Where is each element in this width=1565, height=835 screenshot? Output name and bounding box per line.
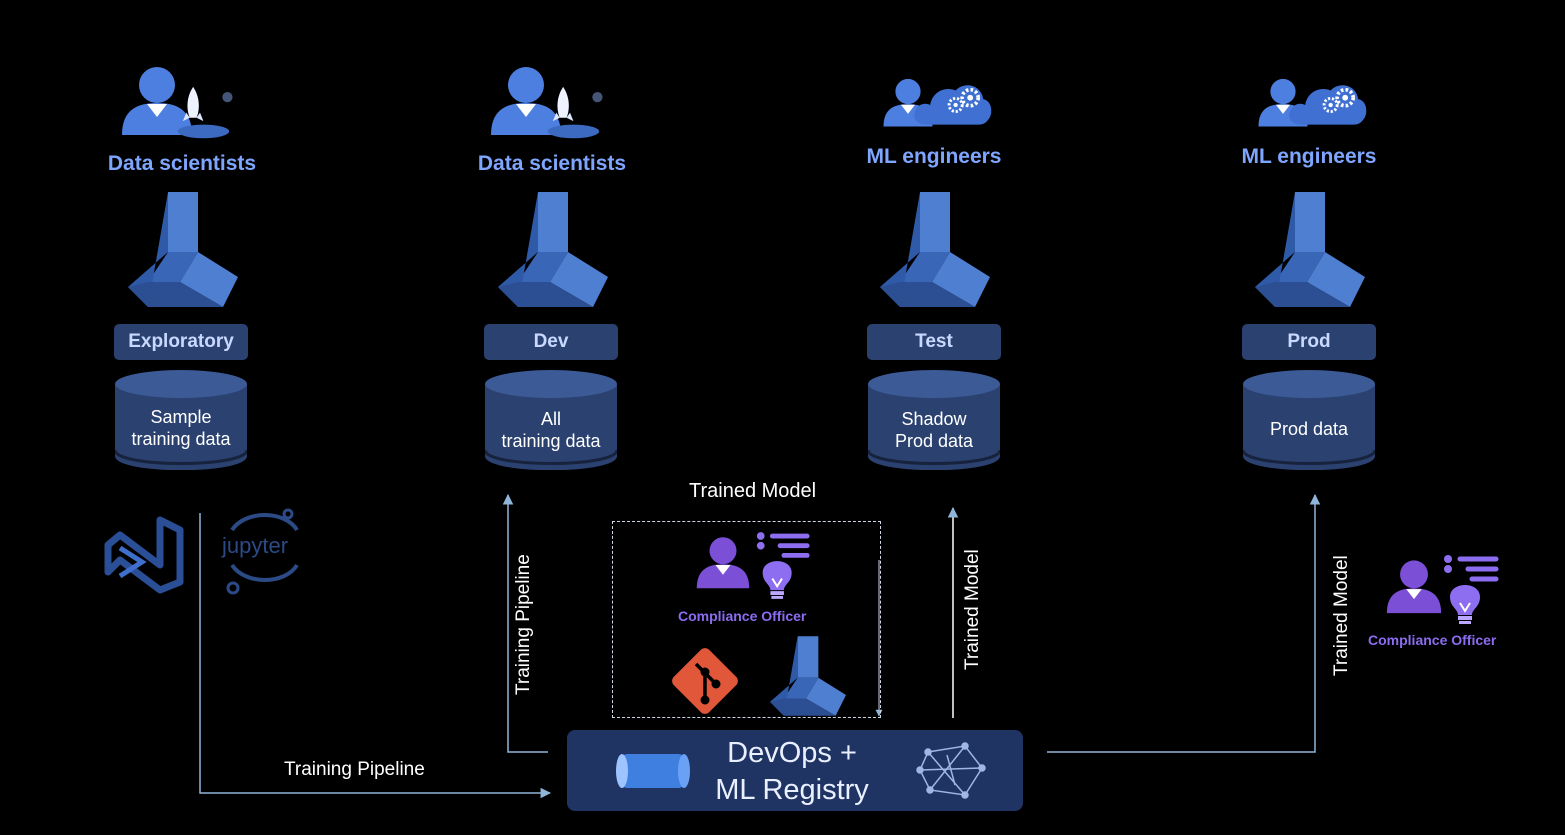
db-line: Sample [150, 407, 212, 427]
azure-ml-icon [880, 192, 990, 307]
prod-model-arrow [1047, 493, 1321, 753]
engineer-cloud-gear-icon [883, 78, 992, 127]
pipeline-icon [616, 754, 690, 788]
azure-ml-icon [1255, 192, 1365, 307]
db-line: Shadow [901, 409, 967, 429]
training-pipeline-arrow [199, 513, 552, 799]
db-line: Prod data [894, 431, 974, 451]
role-label-prod: ML engineers [1241, 145, 1377, 168]
role-label-exploratory: Data scientists [107, 152, 257, 175]
devops-line-2: ML Registry [715, 774, 869, 806]
trained-model-box [612, 521, 881, 718]
compliance-label-center: Compliance Officer [678, 608, 807, 624]
azure-ml-icon [128, 192, 238, 307]
env-tag-prod: Prod [1242, 324, 1376, 360]
azure-ml-icon [498, 192, 608, 307]
role-label-dev: Data scientists [477, 152, 627, 175]
env-tag-exploratory: Exploratory [114, 324, 248, 360]
compliance-label-right: Compliance Officer [1368, 632, 1497, 648]
training-pipeline-label: Training Pipeline [284, 759, 425, 780]
trained-model-prod-label: Trained Model [1331, 555, 1352, 676]
compliance-officer-icon [1386, 555, 1496, 624]
scientist-rocket-icon [122, 67, 233, 139]
training-pipeline-vertical-label: Training Pipeline [513, 554, 534, 695]
db-label-prod: Prod data [1243, 418, 1375, 440]
network-icon [916, 742, 986, 799]
db-label-exploratory: Sample training data [115, 406, 247, 450]
db-line: training data [501, 431, 601, 451]
jupyter-text: jupyter [222, 533, 289, 558]
db-label-test: Shadow Prod data [868, 408, 1000, 452]
trained-model-title: Trained Model [689, 480, 817, 502]
devops-title: DevOps + ML Registry [692, 735, 892, 809]
jupyter-icon [226, 508, 299, 595]
engineer-cloud-gear-icon [1258, 78, 1367, 127]
trained-model-test-label: Trained Model [962, 549, 983, 670]
dev-pipeline-arrow [502, 493, 548, 753]
role-label-test: ML engineers [866, 145, 1002, 168]
env-tag-dev: Dev [484, 324, 618, 360]
git-icon [672, 648, 738, 714]
env-tag-test: Test [867, 324, 1001, 360]
devops-line-1: DevOps + [727, 737, 857, 769]
db-line: All [540, 409, 561, 429]
db-label-dev: All training data [485, 408, 617, 452]
db-line: training data [131, 429, 231, 449]
devops-box [567, 730, 1023, 811]
db-line: Prod data [1269, 419, 1349, 439]
visual-studio-icon [104, 516, 184, 594]
scientist-rocket-icon [491, 67, 603, 139]
